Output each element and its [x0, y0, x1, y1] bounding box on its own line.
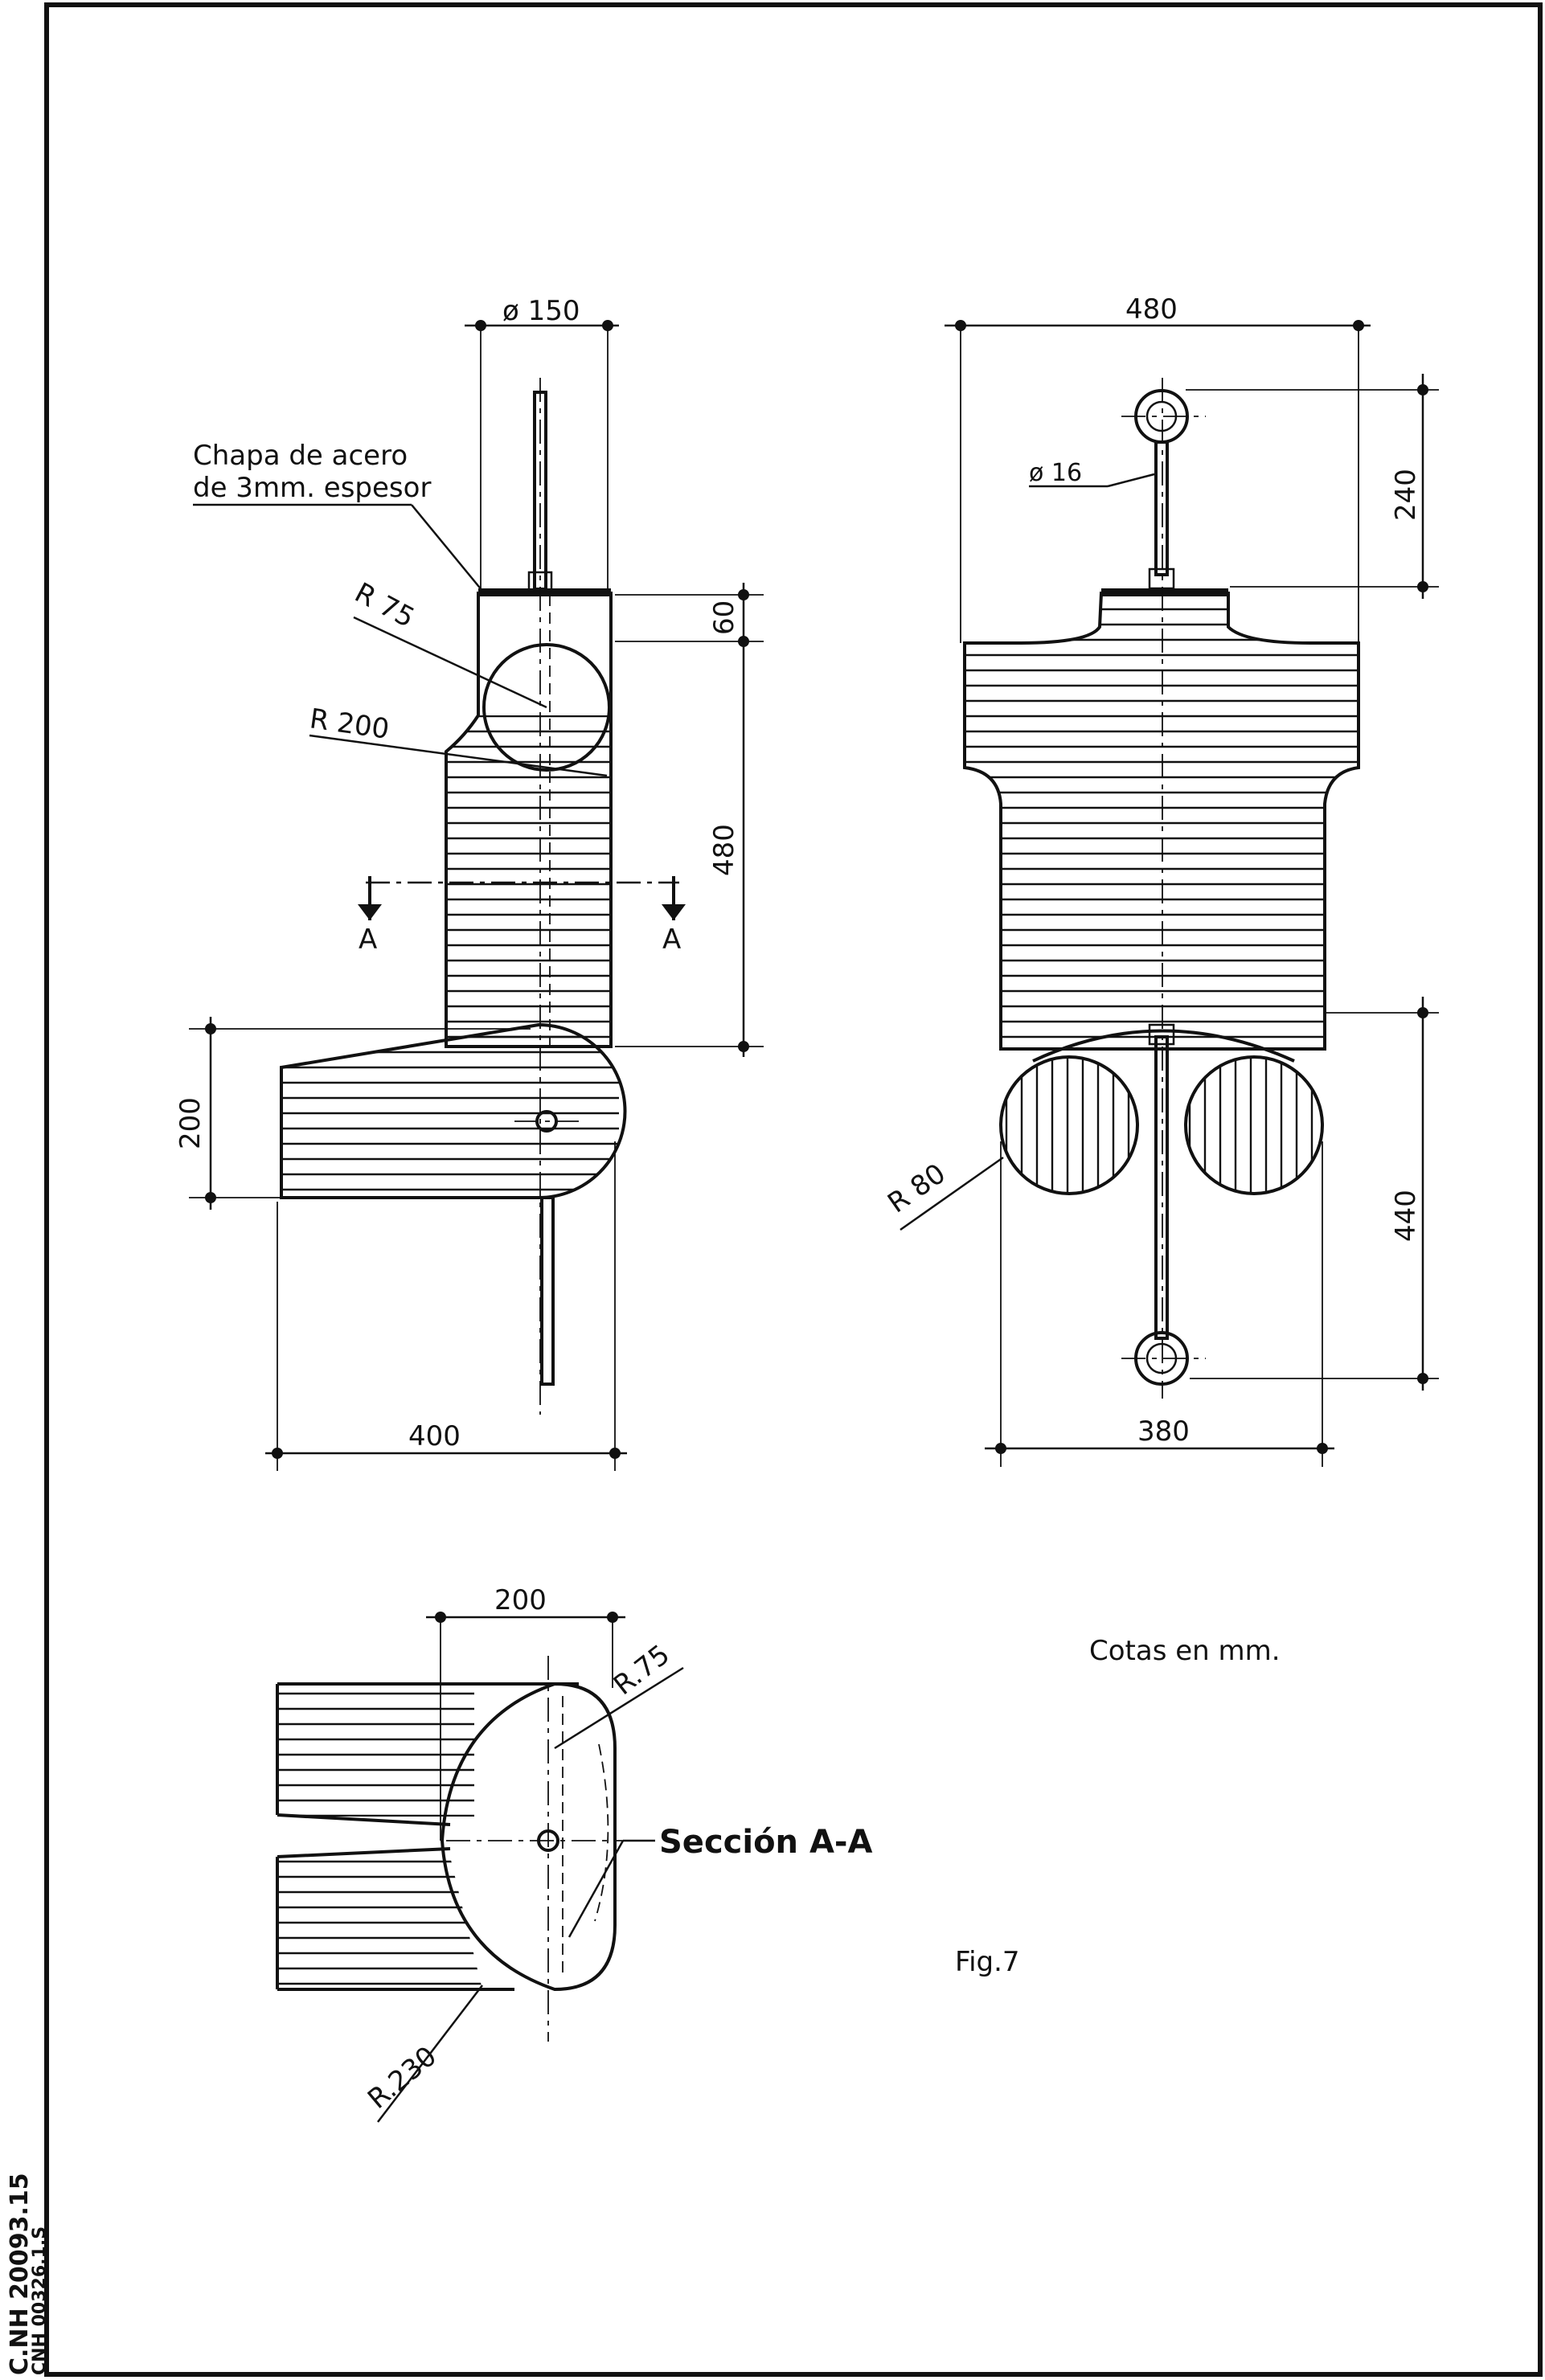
dim-side-200: 200 [174, 1097, 207, 1149]
side-top-plate [478, 588, 611, 596]
dim-side-480: 480 [708, 824, 740, 876]
section-upper-tail [277, 1684, 474, 1817]
margin-code-main: C.NH 20093.15 [6, 2173, 34, 2375]
figure-label: Fig.7 [955, 1946, 1020, 1978]
section-mark-right: A [662, 924, 681, 956]
section-lower-tail [277, 1857, 482, 1989]
side-sphere [482, 643, 611, 772]
front-rod-top [1154, 440, 1169, 576]
dim-side-r75: R 75 [350, 576, 420, 634]
side-lower-hatch [281, 1025, 619, 1198]
plate-note-line1: Chapa de acero [193, 440, 408, 472]
plate-note-line2: de 3mm. espesor [193, 472, 431, 504]
dim-front-dia16: ø 16 [1029, 459, 1082, 487]
dim-section-200: 200 [494, 1584, 547, 1616]
dim-front-380: 380 [1137, 1415, 1190, 1448]
dim-side-60: 60 [708, 600, 740, 635]
dim-front-240: 240 [1390, 469, 1422, 521]
dim-side-400: 400 [408, 1420, 461, 1452]
front-top-plate [1101, 588, 1228, 596]
side-rod-bottom [540, 1196, 555, 1386]
side-upper-hatch [446, 715, 611, 1047]
dim-front-440: 440 [1390, 1190, 1422, 1242]
dim-side-top-dia: ø 150 [502, 295, 580, 327]
front-body-hatch [965, 593, 1359, 1049]
front-view: 480 ø 16 240 R 80 440 380 [882, 293, 1439, 1467]
front-rod-bottom [1154, 1035, 1169, 1340]
section-view: 200 R.75 Sección A-A R.230 [276, 1584, 873, 2123]
dim-front-480: 480 [1125, 293, 1178, 326]
drawing-frame [44, 2, 1543, 2377]
section-mark-left: A [359, 924, 377, 956]
section-hatched-area [440, 1682, 617, 1992]
units-note: Cotas en mm. [1089, 1635, 1281, 1667]
side-view: A A ø 150 Chapa de acero de 3mm. espesor… [174, 295, 764, 1471]
dim-section-r75: R.75 [608, 1638, 676, 1702]
margin-code-sub: CNH 00326.1.S [30, 2226, 50, 2375]
dim-front-r80: R 80 [882, 1157, 952, 1219]
dim-side-r200: R 200 [308, 703, 391, 745]
section-label: Sección A-A [659, 1824, 873, 1861]
